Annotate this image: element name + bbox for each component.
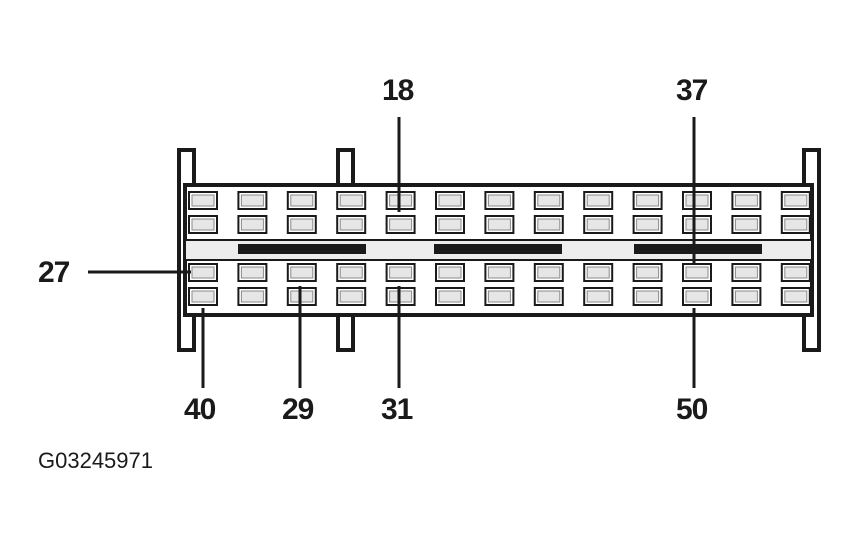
terminal-contact bbox=[685, 266, 709, 279]
terminal-contact bbox=[685, 290, 709, 303]
terminal-contact bbox=[389, 290, 413, 303]
terminal-contact bbox=[487, 218, 511, 231]
terminal-contact bbox=[389, 194, 413, 207]
terminal-contact bbox=[636, 266, 660, 279]
terminal-contact bbox=[240, 194, 264, 207]
pin-label-31: 31 bbox=[381, 393, 413, 426]
pin-label-37: 37 bbox=[676, 74, 708, 107]
terminal-contact bbox=[636, 218, 660, 231]
pin-label-29: 29 bbox=[282, 393, 314, 426]
terminal-contact bbox=[290, 290, 314, 303]
terminal-grid bbox=[188, 191, 811, 306]
terminal-contact bbox=[339, 194, 363, 207]
terminal-contact bbox=[438, 290, 462, 303]
terminal-contact bbox=[438, 266, 462, 279]
terminal-contact bbox=[734, 290, 758, 303]
pin-label-27: 27 bbox=[38, 256, 70, 289]
terminal-contact bbox=[685, 218, 709, 231]
separator-bar-3 bbox=[634, 244, 762, 254]
terminal-contact bbox=[191, 218, 215, 231]
terminal-contact bbox=[586, 218, 610, 231]
pin-label-40: 40 bbox=[184, 393, 216, 426]
terminal-contact bbox=[537, 218, 561, 231]
terminal-contact bbox=[586, 266, 610, 279]
terminal-contact bbox=[339, 266, 363, 279]
terminal-contact bbox=[240, 218, 264, 231]
terminal-contact bbox=[784, 266, 808, 279]
terminal-contact bbox=[537, 266, 561, 279]
terminal-contact bbox=[339, 290, 363, 303]
terminal-contact bbox=[537, 194, 561, 207]
terminal-contact bbox=[784, 290, 808, 303]
pin-label-18: 18 bbox=[382, 74, 414, 107]
terminal-contact bbox=[290, 194, 314, 207]
terminal-contact bbox=[389, 266, 413, 279]
terminal-contact bbox=[734, 218, 758, 231]
terminal-contact bbox=[636, 290, 660, 303]
terminal-contact bbox=[191, 266, 215, 279]
terminal-contact bbox=[240, 290, 264, 303]
terminal-contact bbox=[191, 290, 215, 303]
terminal-contact bbox=[734, 194, 758, 207]
separator-bar-2 bbox=[434, 244, 562, 254]
terminal-contact bbox=[191, 194, 215, 207]
terminal-contact bbox=[240, 266, 264, 279]
terminal-contact bbox=[784, 218, 808, 231]
pin-label-50: 50 bbox=[676, 393, 708, 426]
terminal-contact bbox=[685, 194, 709, 207]
figure-id: G03245971 bbox=[38, 448, 153, 473]
terminal-contact bbox=[389, 218, 413, 231]
terminal-contact bbox=[586, 194, 610, 207]
terminal-contact bbox=[784, 194, 808, 207]
separator-bar-1 bbox=[238, 244, 366, 254]
terminal-contact bbox=[586, 290, 610, 303]
terminal-contact bbox=[290, 218, 314, 231]
terminal-contact bbox=[290, 266, 314, 279]
terminal-contact bbox=[537, 290, 561, 303]
terminal-contact bbox=[487, 290, 511, 303]
terminal-contact bbox=[438, 194, 462, 207]
terminal-contact bbox=[487, 266, 511, 279]
terminal-contact bbox=[636, 194, 660, 207]
terminal-contact bbox=[487, 194, 511, 207]
terminal-contact bbox=[734, 266, 758, 279]
terminal-contact bbox=[438, 218, 462, 231]
terminal-contact bbox=[339, 218, 363, 231]
